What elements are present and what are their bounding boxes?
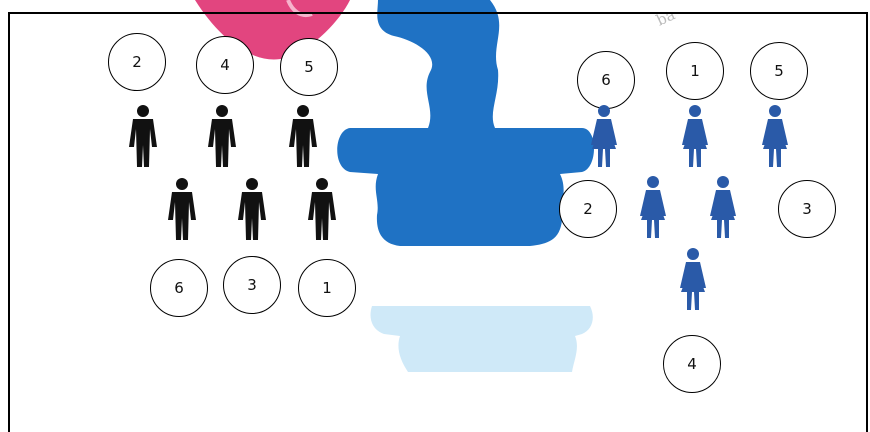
label-circle: 2 — [108, 33, 166, 91]
female-person-icon — [678, 105, 712, 167]
label-circle: 5 — [750, 42, 808, 100]
label-circle: 4 — [663, 335, 721, 393]
label-circle: 6 — [150, 259, 208, 317]
label-circle: 3 — [778, 180, 836, 238]
label-circle: 5 — [280, 38, 338, 96]
male-person-icon — [165, 178, 199, 240]
male-person-icon — [235, 178, 269, 240]
label-circle: 1 — [298, 259, 356, 317]
female-person-icon — [676, 248, 710, 310]
label-circle: 2 — [559, 180, 617, 238]
label-circle: 1 — [666, 42, 724, 100]
label-circle: 6 — [577, 51, 635, 109]
label-circle: 3 — [223, 256, 281, 314]
label-circle: 4 — [196, 36, 254, 94]
male-person-icon — [305, 178, 339, 240]
female-person-icon — [706, 176, 740, 238]
male-person-icon — [126, 105, 160, 167]
female-person-icon — [636, 176, 670, 238]
male-person-icon — [286, 105, 320, 167]
female-person-icon — [758, 105, 792, 167]
male-person-icon — [205, 105, 239, 167]
female-person-icon — [587, 105, 621, 167]
